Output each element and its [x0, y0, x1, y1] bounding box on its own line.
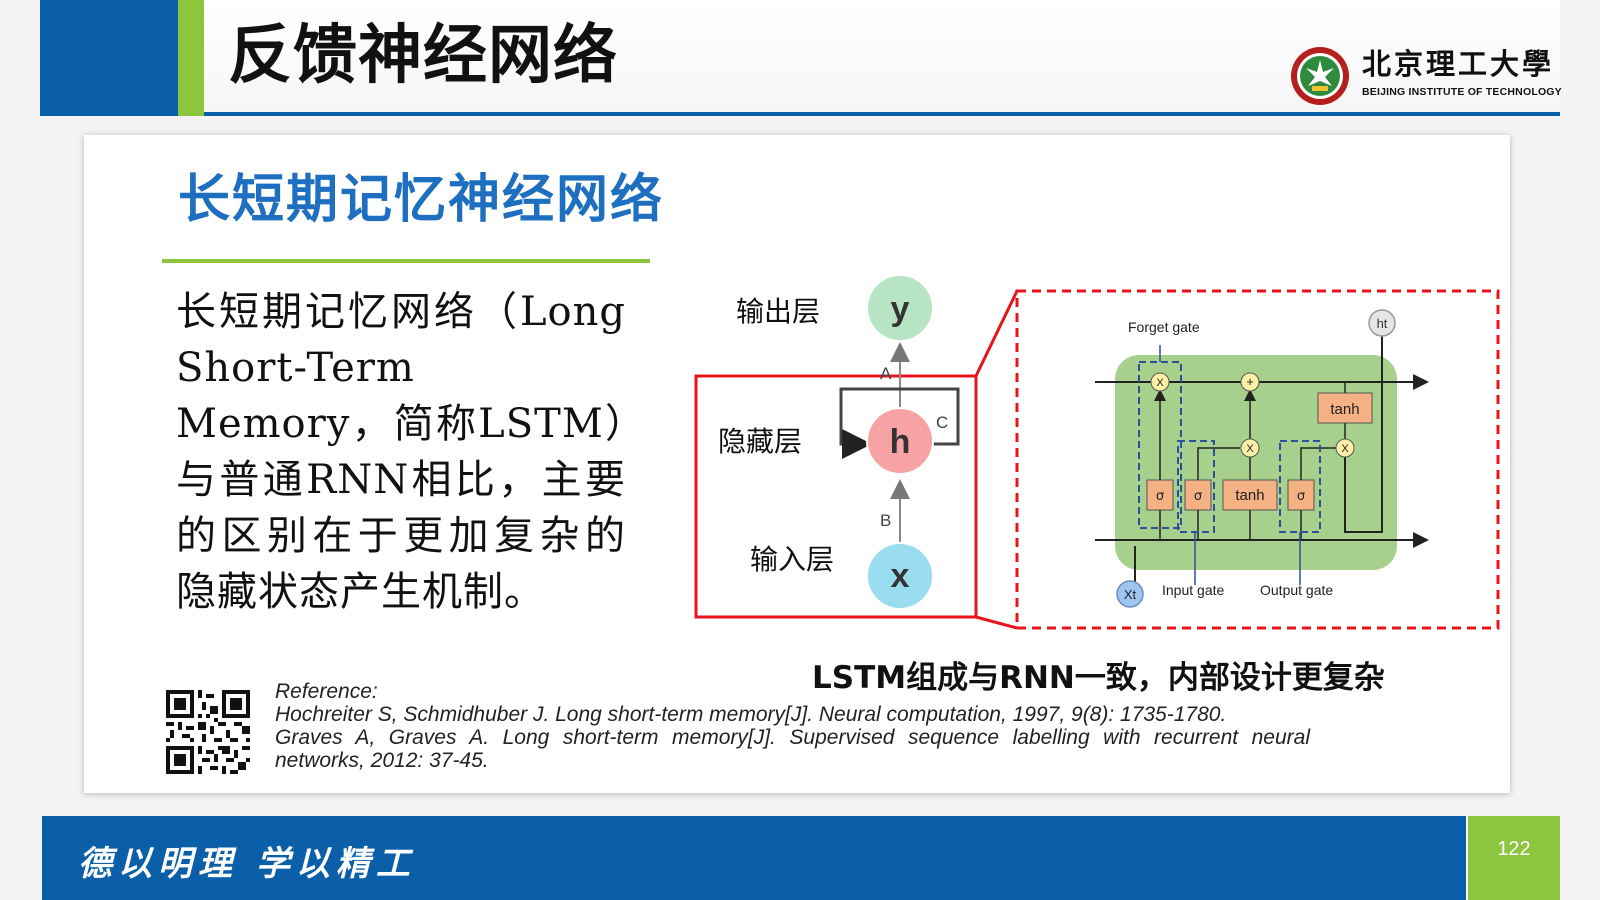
hidden-layer-label: 隐藏层 [718, 425, 803, 458]
output-layer-label: 输出层 [736, 295, 821, 328]
cell-add-icon [1240, 372, 1260, 392]
reference-2-line-1: Graves A, Graves A. Long short-term memo… [275, 726, 1310, 749]
reference-1: Hochreiter S, Schmidhuber J. Long short-… [275, 703, 1227, 726]
output-tanh-box [1317, 392, 1373, 424]
output-tanh-text: tanh [1330, 401, 1359, 418]
ht-text: ht [1377, 316, 1388, 331]
body-paragraph: 长短期记忆网络（Long Short-Term Memory，简称LSTM）与普… [176, 289, 626, 615]
references: Reference: Hochreiter S, Schmidhuber J. … [275, 680, 1310, 772]
input-sigma-text: σ [1194, 489, 1202, 504]
input-sigma-box [1184, 479, 1212, 511]
footer-bar [42, 816, 1466, 900]
input-multiply-text: X [1246, 443, 1254, 455]
rnn-lstm-diagram: y h x A B C X + X X σ σ tanh σ tanh [694, 274, 1500, 630]
input-layer-label: 输入层 [750, 543, 835, 576]
output-sigma-text: σ [1297, 489, 1305, 504]
forget-gate-outline [1138, 361, 1182, 529]
input-tanh-text: tanh [1235, 487, 1264, 504]
node-y [866, 274, 934, 342]
forget-multiply-icon [1150, 372, 1170, 392]
university-name-en: BEIJING INSTITUTE OF TECHNOLOGY [1362, 86, 1562, 98]
header-rule [204, 112, 1560, 116]
section-underline [162, 259, 650, 263]
reference-2-line-2: networks, 2012: 37-45. [275, 749, 489, 772]
xt-node [1116, 580, 1144, 608]
output-multiply-text: X [1341, 443, 1349, 455]
hidden-layer-highlight [694, 374, 978, 619]
university-name-cn: 北京理工大學 [1362, 47, 1555, 81]
edge-c-label: C [936, 413, 948, 432]
header-blue-block [40, 0, 178, 116]
node-h-label: h [890, 423, 911, 461]
node-x-label: x [891, 557, 910, 595]
reference-heading: Reference: [275, 680, 378, 703]
ht-node [1368, 309, 1396, 337]
header-green-block [178, 0, 204, 116]
input-gate-outline [1177, 440, 1215, 533]
edge-b-label: B [880, 511, 891, 530]
lstm-detail-highlight [1015, 289, 1500, 630]
forget-multiply-text: X [1156, 377, 1164, 389]
node-h [866, 407, 934, 475]
diagram-caption: LSTM组成与RNN一致，内部设计更复杂 [812, 660, 1385, 696]
input-multiply-icon [1240, 438, 1260, 458]
footer-page-block [1468, 816, 1560, 900]
forget-gate-label: Forget gate [1128, 319, 1200, 335]
xt-text: Xt [1124, 587, 1137, 602]
section-title: 长短期记忆神经网络 [178, 170, 665, 230]
node-y-label: y [891, 290, 910, 328]
output-gate-label: Output gate [1260, 582, 1333, 598]
slide-title: 反馈神经网络 [228, 19, 618, 93]
input-gate-label: Input gate [1162, 582, 1224, 598]
qr-code-icon [166, 690, 250, 774]
university-motto: 德以明理 学以精工 [78, 844, 416, 884]
university-logo-icon [1291, 47, 1349, 105]
output-multiply-icon [1335, 438, 1355, 458]
page-number: 122 [1497, 838, 1531, 860]
forget-sigma-text: σ [1156, 489, 1164, 504]
node-x [866, 542, 934, 610]
edge-a-label: A [880, 364, 892, 383]
cell-add-text: + [1246, 374, 1254, 389]
